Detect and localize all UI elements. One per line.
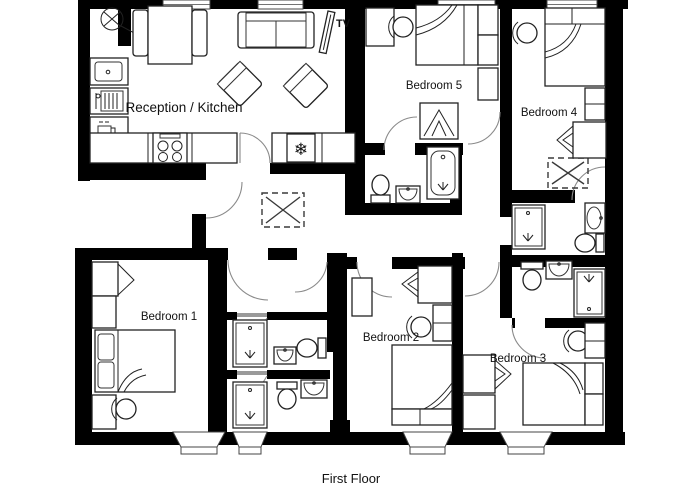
bedside-table-icon <box>432 304 453 342</box>
desk-icon <box>365 7 395 47</box>
stove-icon <box>152 132 188 164</box>
toilet-icon <box>574 233 605 253</box>
reception-kitchen: ❄ <box>89 5 356 164</box>
desk-chair-icon <box>512 21 538 45</box>
shower-icon <box>511 204 546 250</box>
armchair-icon <box>216 60 263 107</box>
toilet-icon <box>296 337 327 359</box>
desk-chair-icon <box>406 315 432 339</box>
label-tv: TV <box>336 18 351 30</box>
windows-bottom <box>172 431 553 455</box>
sink-icon <box>300 379 328 399</box>
shower-icon <box>232 381 268 429</box>
label-bedroom2: Bedroom 2 <box>363 332 419 344</box>
door-arcs <box>205 111 606 403</box>
dining-chair-icon <box>191 9 208 57</box>
floor-caption: First Floor <box>322 471 381 486</box>
svg-text:❄: ❄ <box>294 140 308 160</box>
bathtub-icon <box>426 146 460 200</box>
tv-icon <box>318 10 336 55</box>
cupboard-icon <box>462 394 496 430</box>
door-bedroom4 <box>571 166 606 201</box>
bay-window <box>232 431 268 455</box>
label-bedroom5: Bedroom 5 <box>406 80 462 92</box>
armchair-icon <box>282 62 329 109</box>
bed-icon <box>544 7 606 87</box>
bedroom3-furniture <box>462 260 606 430</box>
wardrobe-icon <box>556 121 607 159</box>
bedroom5-furniture <box>365 4 499 204</box>
desk-chair-icon <box>111 397 137 421</box>
bedroom2-furniture <box>351 265 453 426</box>
sink-icon <box>395 185 421 204</box>
label-bedroom4: Bedroom 4 <box>521 107 578 119</box>
bedside-table-icon <box>477 67 499 101</box>
bedside-table-icon <box>584 87 606 121</box>
door-bedroom3 <box>464 261 500 297</box>
door-bedroom5-ensuite <box>383 116 418 151</box>
dining-table-icon <box>147 5 193 65</box>
door-bedroom5 <box>467 111 501 145</box>
skylight-hall <box>261 192 305 228</box>
bay-window <box>499 431 553 455</box>
label-bedroom3: Bedroom 3 <box>490 353 546 365</box>
sink-icon <box>273 346 297 365</box>
bed-icon <box>391 344 453 426</box>
desk-chair-icon <box>388 15 414 39</box>
bed-icon <box>415 4 499 66</box>
cupboard-icon <box>351 277 373 317</box>
bay-window <box>402 431 453 455</box>
label-bedroom1: Bedroom 1 <box>141 311 197 323</box>
wardrobe-icon <box>462 354 512 394</box>
wardrobe-icon <box>419 102 459 140</box>
appliance-icon <box>89 87 129 115</box>
bed-icon <box>522 362 604 426</box>
kitchen-sink-icon <box>89 57 129 86</box>
toilet-icon <box>370 174 391 204</box>
wardrobe-icon <box>91 261 135 297</box>
cupboard-icon <box>91 295 117 329</box>
skylight-bedroom4 <box>547 157 589 189</box>
bed-icon <box>94 329 176 393</box>
sink-icon <box>584 202 606 234</box>
dining-chair-icon <box>132 9 149 57</box>
bedroom1-furniture <box>91 261 176 430</box>
shower-room-2 <box>232 379 328 429</box>
bedroom4-furniture <box>512 7 607 159</box>
door-lobby <box>294 261 328 293</box>
door-bedroom1 <box>227 259 269 301</box>
shower-icon <box>232 319 268 368</box>
sofa-icon <box>237 11 315 49</box>
desk-chair-icon <box>563 329 589 353</box>
shower-room-1 <box>232 319 327 368</box>
wardrobe-icon <box>401 265 453 304</box>
door-kitchen <box>239 132 271 164</box>
toilet-icon <box>520 261 544 291</box>
doorway-shower-room-1 <box>237 313 267 317</box>
label-reception-kitchen: Reception / Kitchen <box>125 100 242 115</box>
fridge-freezer-icon: ❄ <box>286 133 316 163</box>
bay-window <box>172 431 226 455</box>
bedside-table-icon <box>584 322 606 359</box>
window <box>257 0 304 10</box>
bathroom-right <box>511 202 606 253</box>
door-bedroom3-ensuite <box>511 324 546 359</box>
doorway-shower-room-2 <box>237 371 267 375</box>
shower-icon <box>573 268 606 318</box>
toilet-icon <box>276 381 298 410</box>
sink-icon <box>545 260 573 280</box>
door-hall-entrance <box>205 181 243 219</box>
